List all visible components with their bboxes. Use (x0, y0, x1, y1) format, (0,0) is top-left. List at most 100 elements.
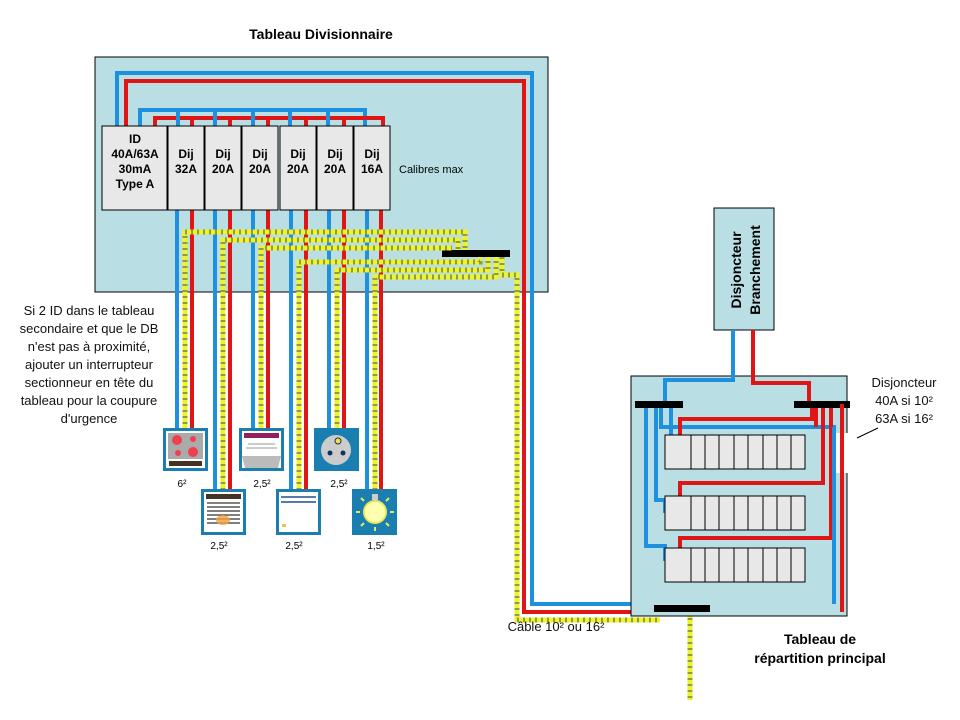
earth-bar-main (654, 605, 710, 612)
section-label-dishwasher: 2,5² (253, 479, 271, 490)
module-row (664, 495, 806, 531)
breaker-callout-line (856, 427, 879, 439)
breaker-4: Dij 20A (279, 125, 317, 211)
module-row (664, 434, 806, 470)
svg-text:63A si 16²: 63A si 16² (875, 411, 933, 426)
module (747, 434, 764, 470)
module (664, 434, 692, 470)
main-phase-feed (751, 330, 811, 401)
module (690, 495, 706, 531)
svg-text:Si 2 ID dans le tableau: Si 2 ID dans le tableau (24, 303, 155, 318)
svg-text:40A si 10²: 40A si 10² (875, 393, 933, 408)
module (704, 434, 720, 470)
svg-text:16A: 16A (361, 162, 383, 176)
branch-breaker-label-1: Disjoncteur (728, 231, 744, 309)
module (664, 495, 692, 531)
section-label-oven: 2,5² (210, 541, 228, 552)
svg-text:Type A: Type A (116, 177, 155, 191)
svg-text:Disjoncteur: Disjoncteur (871, 375, 937, 390)
phase-feed-cable (124, 79, 640, 614)
breaker-2: Dij 20A (204, 125, 242, 211)
neutral-bar (635, 401, 683, 408)
module (718, 547, 735, 583)
module (690, 547, 706, 583)
cable-label: Câble 10² ou 16² (508, 619, 606, 634)
svg-text:Dij: Dij (364, 147, 379, 161)
svg-text:sectionneur en tête du: sectionneur en tête du (25, 375, 154, 390)
dishwasher-icon (239, 428, 284, 471)
section-label-washing-machine: 2,5² (285, 541, 303, 552)
svg-text:tableau pour la coupure: tableau pour la coupure (21, 393, 158, 408)
module (690, 434, 706, 470)
breaker-5: Dij 20A (316, 125, 354, 211)
module (790, 547, 806, 583)
branch-breaker (713, 207, 775, 331)
module (733, 547, 749, 583)
svg-text:Dij: Dij (252, 147, 267, 161)
circuit-cables (175, 210, 383, 490)
svg-text:32A: 32A (175, 162, 197, 176)
neutral-feed-cable (115, 71, 640, 606)
svg-text:Dij: Dij (178, 147, 193, 161)
breaker-6: Dij 16A (353, 125, 391, 211)
main-breaker-note: Disjoncteur 40A si 10² 63A si 16² (871, 375, 937, 426)
svg-text:20A: 20A (249, 162, 271, 176)
svg-text:30mA: 30mA (119, 162, 152, 176)
calibres-label: Calibres max (399, 164, 464, 176)
svg-text:40A/63A: 40A/63A (111, 147, 159, 161)
section-label-cooktop: 6² (178, 479, 188, 490)
svg-text:20A: 20A (324, 162, 346, 176)
branch-breaker-label-2: Branchement (747, 225, 763, 315)
socket-icon (314, 428, 359, 471)
module-row (664, 547, 806, 583)
svg-text:Tableau de: Tableau de (784, 631, 856, 647)
module (776, 495, 792, 531)
main-neutral-feed (663, 330, 735, 401)
module (747, 495, 764, 531)
panel-notch (833, 433, 857, 473)
module (762, 547, 778, 583)
module (704, 547, 720, 583)
module (704, 495, 720, 531)
svg-text:20A: 20A (212, 162, 234, 176)
module (718, 434, 735, 470)
main-panel-title: Tableau de répartition principal (754, 631, 885, 666)
module (718, 495, 735, 531)
section-label-light: 1,5² (367, 541, 385, 552)
svg-text:Dij: Dij (290, 147, 305, 161)
washing-machine-icon (276, 489, 321, 535)
module (776, 547, 792, 583)
phase-bar (794, 401, 850, 408)
module (733, 495, 749, 531)
svg-text:répartition principal: répartition principal (754, 650, 885, 666)
comb-taps (176, 110, 346, 126)
module (664, 547, 692, 583)
secondary-panel-title: Tableau Divisionnaire (249, 26, 393, 42)
svg-text:Dij: Dij (327, 147, 342, 161)
breaker-3: Dij 20A (241, 125, 279, 211)
module (762, 495, 778, 531)
cooktop-icon (163, 428, 208, 471)
svg-text:d'urgence: d'urgence (61, 411, 118, 426)
module (776, 434, 792, 470)
module (747, 547, 764, 583)
module (733, 434, 749, 470)
note-text: Si 2 ID dans le tableau secondaire et qu… (20, 303, 159, 426)
svg-text:ajouter un interrupteur: ajouter un interrupteur (25, 357, 154, 372)
oven-icon (201, 489, 246, 535)
earth-cables (182, 229, 693, 700)
module (790, 434, 806, 470)
svg-text:n'est pas à proximité,: n'est pas à proximité, (28, 339, 150, 354)
earth-bar-secondary (442, 250, 510, 257)
module (762, 434, 778, 470)
id-breaker: ID 40A/63A 30mA Type A (101, 125, 168, 211)
svg-text:ID: ID (129, 132, 141, 146)
svg-text:secondaire et que le DB: secondaire et que le DB (20, 321, 159, 336)
svg-text:Dij: Dij (215, 147, 230, 161)
main-panel-rows (664, 434, 806, 583)
section-label-socket: 2,5² (330, 479, 348, 490)
svg-text:20A: 20A (287, 162, 309, 176)
breaker-1: Dij 32A (167, 125, 205, 211)
module (790, 495, 806, 531)
